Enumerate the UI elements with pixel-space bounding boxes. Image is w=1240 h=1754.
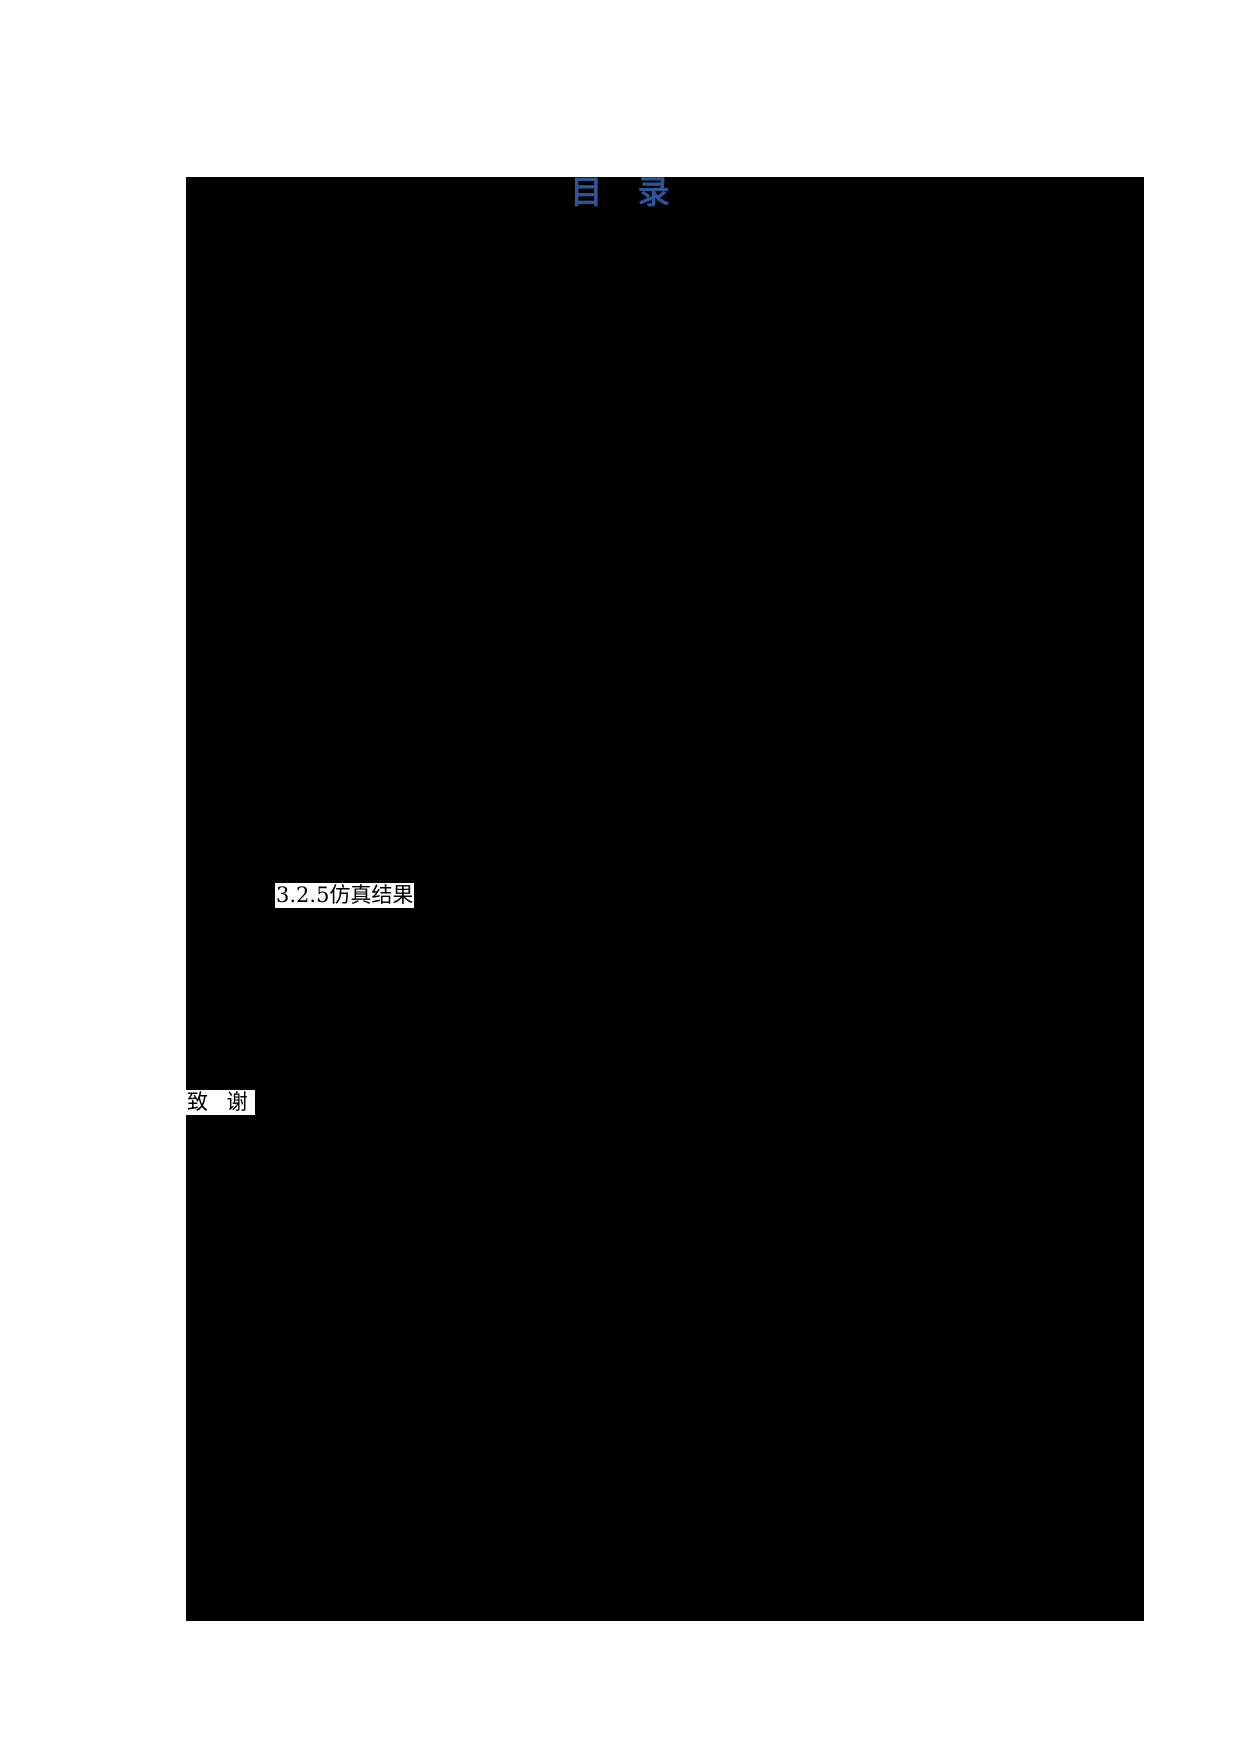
- toc-title-text: 目 录: [570, 173, 682, 211]
- toc-title: 目 录: [0, 172, 1240, 212]
- toc-entry-simulation-results[interactable]: 3.2.5仿真结果: [275, 883, 415, 908]
- toc-entry-acknowledgements[interactable]: 致 谢: [186, 1090, 255, 1115]
